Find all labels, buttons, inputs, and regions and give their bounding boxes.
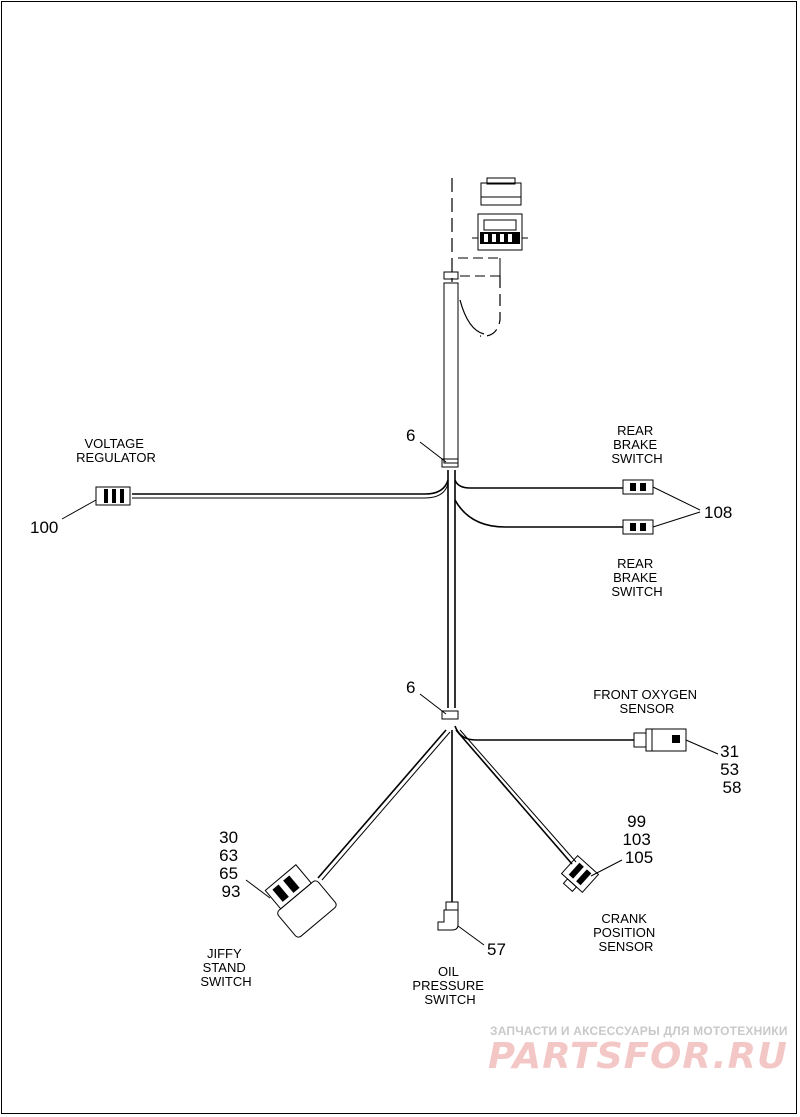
main-trunk — [443, 282, 459, 708]
oil-pressure-switch-connector — [437, 901, 459, 931]
clip-upper — [441, 458, 459, 468]
callout-oil-pressure-switch: 57 — [487, 940, 506, 959]
label-rear-brake-switch-lower: REAR BRAKE SWITCH — [611, 556, 662, 599]
clip-lower — [441, 710, 459, 720]
front-oxygen-sensor-branch — [454, 725, 687, 752]
connector-body — [477, 213, 523, 251]
lower-branches — [317, 729, 577, 902]
voltage-regulator-branch — [95, 479, 449, 506]
clip-top — [443, 271, 459, 280]
callout-crank-position-sensor: 99 103 105 — [622, 812, 655, 867]
label-jiffy-stand-switch: JIFFY STAND SWITCH — [200, 946, 251, 989]
label-crank-position-sensor: CRANK POSITION SENSOR — [593, 911, 659, 954]
watermark-logo: PARTSFOR.RU — [488, 1036, 788, 1077]
watermark-tagline: ЗАПЧАСТИ И АКСЕССУАРЫ ДЛЯ МОТОТЕХНИКИ — [490, 1024, 788, 1038]
rear-brake-connector-lower — [622, 519, 654, 535]
crank-position-connector — [560, 855, 600, 893]
rear-brake-switch-branch — [454, 479, 654, 535]
connector-cap — [480, 182, 522, 206]
voltage-regulator-connector — [95, 486, 131, 506]
callout-jiffy-stand-switch: 30 63 65 93 — [219, 828, 243, 901]
jiffy-stand-connector — [264, 864, 337, 938]
callout-rear-brake-switch: 108 — [704, 503, 732, 522]
trunk-sleeve — [443, 282, 459, 464]
leader-lines — [61, 441, 719, 946]
label-front-oxygen-sensor: FRONT OXYGEN SENSOR — [593, 687, 700, 716]
rear-brake-connector-upper — [622, 479, 654, 495]
callout-clip-upper: 6 — [406, 426, 415, 445]
label-oil-pressure-switch: OIL PRESSURE SWITCH — [412, 964, 487, 1007]
callout-front-oxygen-sensor: 31 53 58 — [720, 742, 744, 797]
label-rear-brake-switch-upper: REAR BRAKE SWITCH — [611, 423, 662, 466]
callout-voltage-regulator: 100 — [30, 518, 58, 537]
main-connector-assembly — [443, 177, 528, 337]
callout-clip-lower: 6 — [406, 678, 415, 697]
label-voltage-regulator: VOLTAGE REGULATOR — [76, 436, 156, 465]
